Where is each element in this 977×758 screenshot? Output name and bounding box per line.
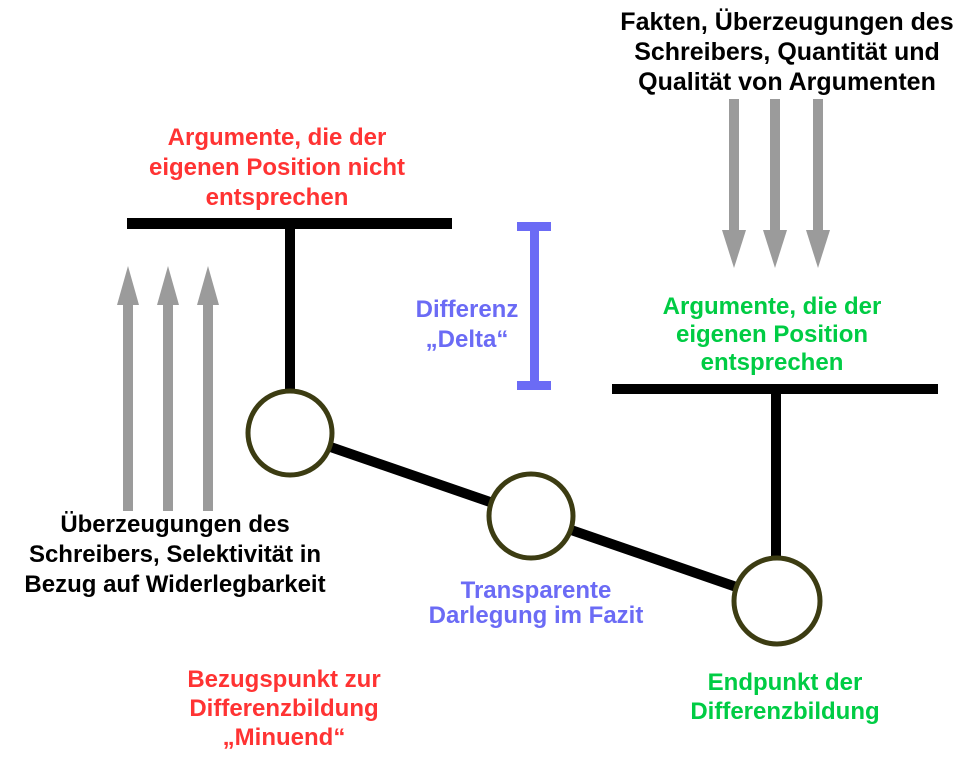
label-line: „Minuend“ — [222, 724, 346, 751]
label-line: Differenz — [415, 296, 519, 323]
label-line: eigenen Position nicht — [148, 154, 406, 181]
label-line: Schreibers, Selektivität in — [28, 541, 322, 568]
label-difference-delta: Differenz „Delta“ — [377, 295, 557, 355]
up-arrow-head — [157, 266, 179, 305]
delta-bracket-bottom-cap — [517, 381, 551, 390]
delta-bracket-stem — [530, 222, 539, 390]
label-facts-quantity-quality: Fakten, Überzeugungen des Schreibers, Qu… — [597, 7, 977, 97]
label-line: „Delta“ — [425, 326, 509, 353]
label-line: entsprechen — [205, 184, 349, 211]
label-writer-selectivity: Überzeugungen des Schreibers, Selektivit… — [0, 510, 350, 600]
down-arrow-head — [722, 230, 746, 268]
down-arrow-head — [806, 230, 830, 268]
down-arrow-shaft — [770, 99, 780, 231]
label-arguments-for-position: Argumente, die der eigenen Position ents… — [622, 293, 922, 377]
label-line: Argumente, die der — [662, 293, 882, 320]
label-line: entsprechen — [700, 349, 844, 376]
up-arrow-shaft — [203, 302, 213, 511]
label-arguments-against-position: Argumente, die der eigenen Position nich… — [117, 123, 437, 213]
label-end-point-difference: Endpunkt der Differenzbildung — [635, 668, 935, 726]
left-pivot-circle — [245, 388, 335, 478]
middle-pivot-circle — [486, 471, 576, 561]
label-line: Darlegung im Fazit — [428, 602, 644, 629]
label-line: Fakten, Überzeugungen des — [620, 8, 954, 36]
delta-bracket — [517, 222, 551, 390]
down-arrow-shaft — [813, 99, 823, 231]
label-line: Differenzbildung — [690, 698, 880, 725]
label-line: Differenzbildung — [189, 695, 379, 722]
right-vertical-stem — [771, 388, 781, 560]
right-pivot-circle — [731, 555, 823, 647]
label-line: Argumente, die der — [167, 124, 387, 151]
up-arrow-shaft — [163, 302, 173, 511]
label-line: Endpunkt der — [707, 669, 863, 696]
label-line: Transparente — [460, 577, 612, 604]
down-arrows-group — [722, 99, 830, 268]
label-line: Überzeugungen des — [60, 511, 290, 538]
label-line: Qualität von Argumenten — [638, 68, 936, 96]
left-vertical-stem — [285, 222, 295, 394]
label-transparent-conclusion: Transparente Darlegung im Fazit — [406, 578, 666, 628]
up-arrow-head — [117, 266, 139, 305]
up-arrow-head — [197, 266, 219, 305]
up-arrow-shaft — [123, 302, 133, 511]
label-line: eigenen Position — [675, 321, 869, 348]
up-arrows-group — [117, 266, 219, 511]
label-line: Bezugspunkt zur — [187, 666, 381, 693]
label-line: Schreibers, Quantität und — [634, 38, 940, 66]
label-line: Bezug auf Widerlegbarkeit — [24, 571, 326, 598]
down-arrow-shaft — [729, 99, 739, 231]
label-reference-point-minuend: Bezugspunkt zur Differenzbildung „Minuen… — [134, 665, 434, 752]
down-arrow-head — [763, 230, 787, 268]
